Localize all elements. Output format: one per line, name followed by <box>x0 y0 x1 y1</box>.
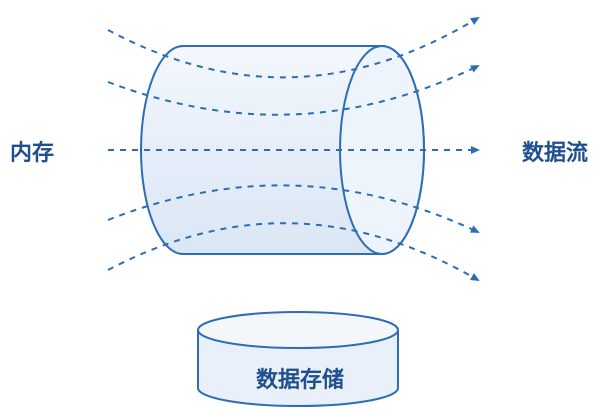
flow-line-2 <box>107 65 480 116</box>
memory-cylinder <box>140 45 425 255</box>
disk-top <box>197 311 399 349</box>
data-stream-label: 数据流 <box>522 141 589 166</box>
disk-body <box>197 330 399 407</box>
data-storage-disk <box>197 311 399 407</box>
data-storage-label: 数据存储 <box>255 368 344 393</box>
flow-line-4 <box>107 184 480 233</box>
memory-label: 内存 <box>10 141 55 166</box>
flow-lines <box>107 16 480 282</box>
